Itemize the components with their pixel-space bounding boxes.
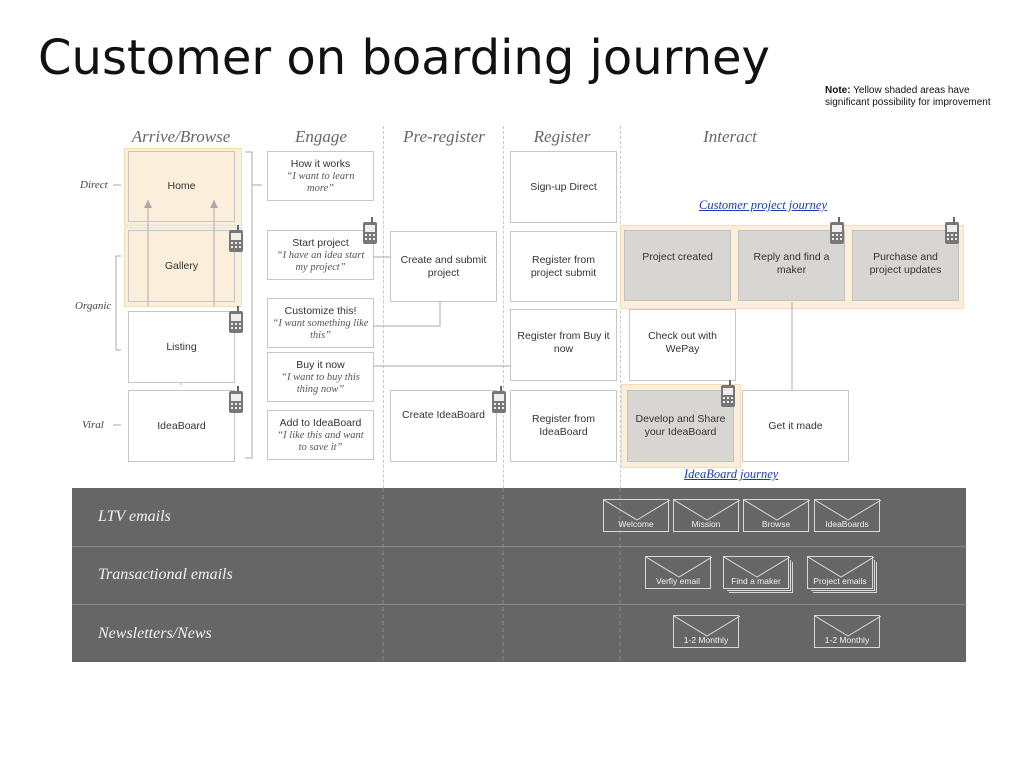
engage-title: Add to IdeaBoard (279, 416, 362, 429)
note-label: Note: (825, 85, 851, 96)
engage-quote: “I want something like this” (272, 317, 369, 341)
column-header-interact: Interact (703, 127, 757, 146)
box-signup-direct[interactable]: Sign-up Direct (510, 151, 617, 223)
row-label-organic: Organic (75, 300, 112, 312)
mobile-phone-icon (363, 217, 377, 244)
engage-quote: “I want to learn more” (286, 170, 355, 194)
mobile-phone-icon (229, 306, 243, 333)
box-reply-find-maker[interactable]: Reply and find a maker (738, 230, 845, 301)
box-label: Register from IdeaBoard (531, 413, 595, 438)
box-label: Register from Buy it now (517, 330, 610, 355)
email-envelope-icon[interactable]: Browse (743, 499, 810, 532)
email-label: Welcome (618, 519, 654, 529)
highlight-gallery (124, 227, 242, 307)
ideaboard-journey-link[interactable]: IdeaBoard journey (684, 467, 779, 481)
box-label: Create IdeaBoard (402, 409, 485, 421)
box-register-from-ideaboard[interactable]: Register from IdeaBoard (510, 390, 617, 462)
email-bands (72, 488, 966, 662)
band-column-dividers (382, 488, 621, 662)
box-register-from-project[interactable]: Register from project submit (510, 231, 617, 302)
column-header-register: Register (533, 127, 591, 146)
mobile-phone-icon (229, 386, 243, 413)
box-home-label: Home (167, 180, 196, 192)
column-header-arrive: Arrive/Browse (131, 127, 231, 146)
box-gallery[interactable]: Gallery (128, 230, 235, 302)
customer-project-journey-link[interactable]: Customer project journey (699, 198, 827, 212)
engage-title: Buy it now (296, 358, 345, 371)
engage-quote: “I want to buy this thing now” (281, 371, 360, 395)
email-label: 1-2 Monthly (683, 635, 729, 645)
email-label: Browse (761, 519, 791, 529)
email-envelope-icon[interactable]: Welcome (603, 499, 670, 532)
column-header-preregister: Pre-register (403, 127, 485, 146)
box-how-it-works[interactable]: How it works “I want to learn more” (267, 151, 374, 201)
band-label-transactional: Transactional emails (98, 566, 233, 583)
box-create-ideaboard[interactable]: Create IdeaBoard (390, 390, 497, 462)
box-label: Get it made (768, 419, 823, 432)
email-stack-icon[interactable]: Project emails (807, 556, 874, 589)
row-label-direct: Direct (80, 179, 108, 191)
mobile-phone-icon (492, 386, 506, 413)
box-listing-label: Listing (166, 340, 197, 353)
box-customize-this[interactable]: Customize this! “I want something like t… (267, 298, 374, 348)
box-get-it-made[interactable]: Get it made (742, 390, 849, 462)
email-label: Mission (691, 519, 721, 529)
box-label: Purchase and project updates (869, 251, 942, 276)
engage-title: How it works (290, 157, 351, 170)
box-create-submit-project[interactable]: Create and submit project (390, 231, 497, 302)
mobile-phone-icon (945, 217, 959, 244)
box-project-created[interactable]: Project created (624, 230, 731, 301)
note-text: Yellow shaded areas have significant pos… (825, 85, 991, 108)
band-label-newsletters: Newsletters/News (98, 625, 212, 642)
box-label: Register from project submit (530, 253, 597, 279)
box-label: Project created (642, 251, 713, 263)
email-stack-icon[interactable]: Find a maker (723, 556, 790, 589)
engage-title: Customize this! (284, 304, 357, 317)
box-develop-share-ideaboard[interactable]: Develop and Share your IdeaBoard (627, 390, 734, 462)
column-divider (383, 126, 384, 662)
mobile-phone-icon (721, 380, 735, 407)
box-buy-it-now[interactable]: Buy it now “I want to buy this thing now… (267, 352, 374, 402)
email-label: Verfiy email (656, 576, 700, 586)
box-label: Develop and Share your IdeaBoard (635, 413, 726, 438)
email-label: Find a maker (731, 576, 781, 586)
box-start-project[interactable]: Start project “I have an idea start my p… (267, 230, 374, 280)
box-ideaboard-label: IdeaBoard (157, 419, 206, 432)
box-add-to-ideaboard[interactable]: Add to IdeaBoard “I like this and want t… (267, 410, 374, 460)
engage-title: Start project (292, 236, 349, 249)
email-envelope-icon[interactable]: Mission (673, 499, 740, 532)
column-divider (620, 126, 621, 662)
band-divider (72, 546, 966, 547)
email-envelope-icon[interactable]: IdeaBoards (814, 499, 881, 532)
box-label: Check out with WePay (648, 330, 717, 355)
note: Note: Yellow shaded areas have significa… (825, 85, 1015, 109)
email-label: IdeaBoards (825, 519, 869, 529)
box-gallery-label: Gallery (164, 259, 199, 272)
box-home[interactable]: Home (128, 151, 235, 222)
engage-quote: “I like this and want to save it” (277, 429, 364, 453)
box-label: Reply and find a maker (753, 251, 830, 276)
column-header-engage: Engage (295, 127, 347, 146)
email-label: 1-2 Monthly (824, 635, 870, 645)
engage-quote: “I have an idea start my project” (276, 249, 365, 273)
box-label: Create and submit project (400, 253, 487, 279)
row-label-viral: Viral (82, 419, 104, 431)
box-label: Sign-up Direct (530, 180, 597, 193)
box-listing[interactable]: Listing (128, 311, 235, 383)
mobile-phone-icon (229, 225, 243, 252)
box-purchase-updates[interactable]: Purchase and project updates (852, 230, 959, 301)
box-register-from-buy[interactable]: Register from Buy it now (510, 309, 617, 381)
band-divider (72, 604, 966, 605)
mobile-phone-icon (830, 217, 844, 244)
band-label-ltv: LTV emails (98, 508, 171, 525)
email-envelope-icon[interactable]: 1-2 Monthly (673, 615, 740, 648)
box-checkout-wepay[interactable]: Check out with WePay (629, 309, 736, 381)
page-title: Customer on boarding journey (38, 30, 770, 86)
highlight-home (124, 148, 242, 226)
box-ideaboard[interactable]: IdeaBoard (128, 390, 235, 462)
email-envelope-icon[interactable]: 1-2 Monthly (814, 615, 881, 648)
email-envelope-icon[interactable]: Verfiy email (645, 556, 712, 589)
email-label: Project emails (813, 576, 867, 586)
